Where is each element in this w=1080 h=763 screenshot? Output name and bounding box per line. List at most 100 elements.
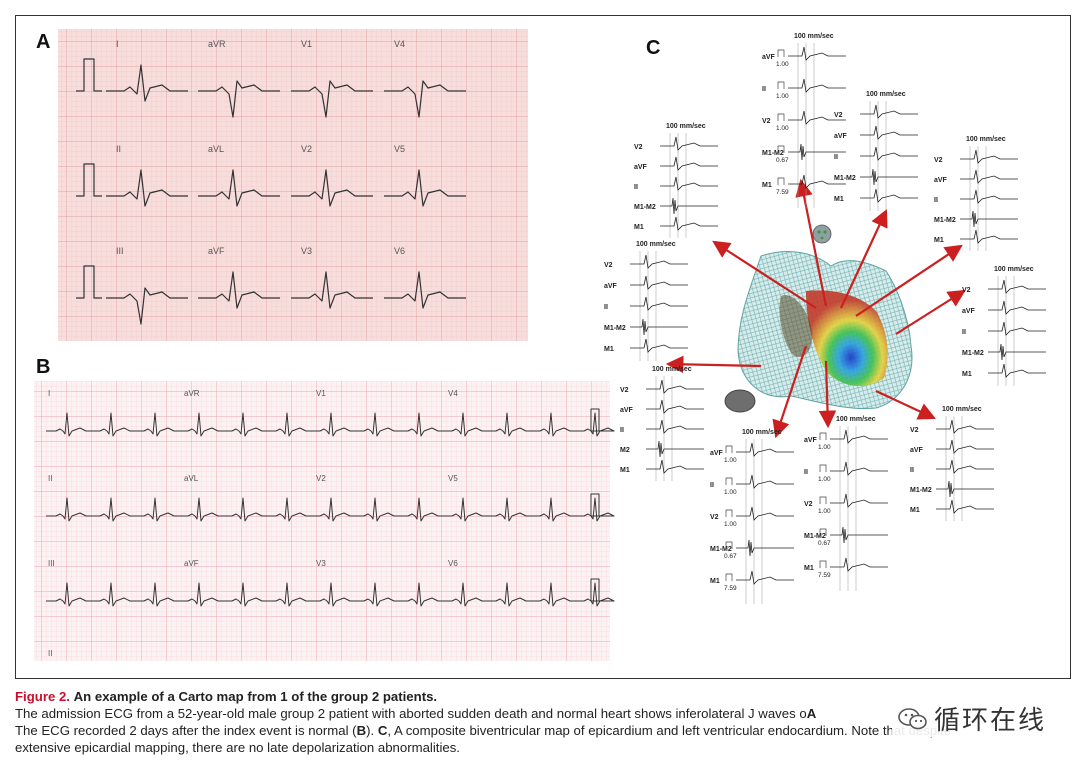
electrogram-lead-label: M1 <box>934 237 944 244</box>
electrogram-lead-label: aVF <box>620 407 634 414</box>
electrogram-gain: 0.67 <box>776 157 789 164</box>
recording-speed: 100 mm/sec <box>742 429 782 436</box>
electrogram-lead-label: aVF <box>934 177 948 184</box>
panel-b-lead-label: II <box>48 474 52 483</box>
electrogram-trace <box>646 440 704 458</box>
panel-a-lead-label: aVF <box>208 246 225 256</box>
electrogram-trace <box>936 480 994 498</box>
panel-c: C <box>604 33 1046 604</box>
electrogram-lead-label: II <box>962 329 966 336</box>
caption-line-3: extensive epicardial mapping, there are … <box>15 740 460 755</box>
panel-b-lead-label: V4 <box>448 389 458 398</box>
watermark-text: 循环在线 <box>933 706 1046 736</box>
electrogram-trace <box>936 459 994 474</box>
electrogram-trace <box>788 78 846 93</box>
electrogram-trace <box>646 459 704 474</box>
ecg-trace <box>291 271 373 309</box>
electrogram-lead-label: V2 <box>710 514 719 521</box>
electrogram-gain: 1.00 <box>776 125 789 132</box>
electrogram-gain: 0.67 <box>724 553 737 560</box>
panel-b-lead-label: aVR <box>184 389 200 398</box>
electrogram-lead-label: II <box>804 469 808 476</box>
electrogram-trace <box>988 279 1046 294</box>
panel-a-lead-label: V4 <box>394 39 405 49</box>
ecg-trace <box>291 80 373 118</box>
recording-speed: 100 mm/sec <box>994 266 1034 273</box>
panel-c-label: C <box>646 37 660 59</box>
panel-a-lead-label: II <box>116 144 121 154</box>
electrogram-gain: 1.00 <box>776 61 789 68</box>
electrogram-trace <box>660 136 718 151</box>
caption-line-2a: The ECG recorded 2 days after the index … <box>15 723 357 738</box>
caption-line-2c: ). <box>366 723 378 738</box>
electrogram-box-top: 100 mm/secaVF1.00II1.00V21.00M1-M20.67M1… <box>762 33 846 208</box>
electrogram-trace <box>860 104 918 119</box>
panel-c-electrogram-boxes: 100 mm/secaVF1.00II1.00V21.00M1-M20.67M1… <box>604 33 1046 604</box>
recording-speed: 100 mm/sec <box>942 406 982 413</box>
electrogram-trace <box>736 506 794 521</box>
electrogram-lead-label: V2 <box>634 144 643 151</box>
electrogram-lead-label: M1-M2 <box>934 217 956 224</box>
electrogram-trace <box>988 363 1046 378</box>
recording-speed: 100 mm/sec <box>836 416 876 423</box>
electrogram-lead-label: M1 <box>834 196 844 203</box>
electrogram-lead-label: V2 <box>934 157 943 164</box>
wechat-logo-icon <box>898 707 927 729</box>
recording-speed: 100 mm/sec <box>652 366 692 373</box>
recording-speed: 100 mm/sec <box>866 91 906 98</box>
electrogram-trace <box>660 197 718 215</box>
ecg-trace <box>198 169 280 207</box>
electrogram-lead-label: II <box>604 304 608 311</box>
electrogram-lead-label: aVF <box>804 437 818 444</box>
electrogram-trace <box>860 125 918 140</box>
electrogram-lead-label: aVF <box>910 447 924 454</box>
electrogram-trace <box>630 296 688 311</box>
electrogram-trace <box>788 174 846 189</box>
ecg-trace <box>46 578 615 607</box>
electrogram-lead-label: aVF <box>634 164 648 171</box>
electrogram-gain: 7.59 <box>818 572 831 579</box>
electrogram-trace <box>830 493 888 508</box>
electrogram-lead-label: aVF <box>962 308 976 315</box>
calibration-pulse <box>76 163 102 197</box>
electrogram-box-bottom-mid: 100 mm/secaVF1.00II1.00V21.00M1-M20.67M1… <box>804 416 888 591</box>
panel-a-lead-label: aVR <box>208 39 226 49</box>
electrogram-lead-label: M1-M2 <box>962 350 984 357</box>
ecg-trace <box>46 408 615 437</box>
panel-b-lead-label: V1 <box>316 389 326 398</box>
electrogram-gain: 1.00 <box>724 521 737 528</box>
electrogram-trace <box>960 229 1018 244</box>
electrogram-trace <box>788 110 846 125</box>
electrogram-trace <box>988 321 1046 336</box>
electrogram-trace <box>736 570 794 585</box>
electrogram-lead-label: aVF <box>604 283 618 290</box>
electrogram-trace <box>630 254 688 269</box>
ecg-trace <box>46 493 615 522</box>
electrogram-trace <box>630 338 688 353</box>
electrogram-gain: 1.00 <box>818 476 831 483</box>
ecg-trace <box>384 271 466 309</box>
electrogram-trace <box>960 169 1018 184</box>
electrogram-trace <box>830 557 888 572</box>
electrogram-trace <box>860 146 918 161</box>
electrogram-trace <box>936 499 994 514</box>
electrogram-gain: 1.00 <box>776 93 789 100</box>
electrogram-lead-label: V2 <box>620 387 629 394</box>
ecg-trace <box>106 287 188 325</box>
figure-title: An example of a Carto map from 1 of the … <box>73 689 438 704</box>
caption-ref-a: A <box>806 706 817 721</box>
panel-b-lead-label: I <box>48 389 50 398</box>
electrogram-trace <box>860 168 918 186</box>
electrogram-gain: 1.00 <box>818 508 831 515</box>
ecg-grid-a <box>58 29 528 341</box>
electrogram-lead-label: II <box>834 154 838 161</box>
electrogram-lead-label: M1 <box>604 346 614 353</box>
panel-b-bottom-lead-label: II <box>48 649 52 658</box>
caption-line-1: The admission ECG from a 52-year-old mal… <box>15 706 807 721</box>
panel-b-lead-label: V6 <box>448 559 458 568</box>
